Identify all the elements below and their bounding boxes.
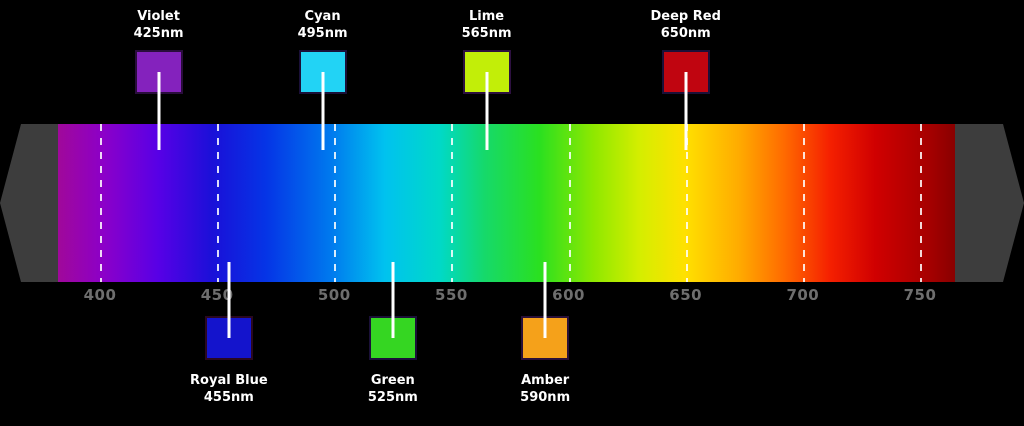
gridline-400 <box>100 124 102 282</box>
spectrum-gradient <box>58 124 966 282</box>
led-name: Amber <box>521 373 570 388</box>
gridline-550 <box>451 124 454 282</box>
tick-label-700: 700 <box>786 286 820 304</box>
led-label-green: Green 525nm <box>368 372 418 406</box>
led-name: Violet <box>137 9 180 24</box>
leader-line-royal-blue <box>227 262 231 338</box>
led-swatch-amber[interactable] <box>521 316 570 360</box>
led-wavelength: 455nm <box>203 390 254 405</box>
gridline-650 <box>685 124 688 282</box>
gridline-450 <box>217 124 220 282</box>
led-wavelength: 590nm <box>520 390 571 405</box>
gridline-750 <box>920 124 922 282</box>
tick-label-550: 550 <box>435 286 468 304</box>
led-label-royal-blue: Royal Blue 455nm <box>190 372 268 406</box>
gridline-600 <box>568 124 571 282</box>
led-name: Lime <box>469 9 505 24</box>
gridline-700 <box>802 124 805 282</box>
led-label-amber: Amber 590nm <box>520 372 570 406</box>
gridline-500 <box>334 124 337 282</box>
leader-line-green <box>391 262 395 338</box>
leader-line-cyan <box>321 72 325 150</box>
leader-line-lime <box>485 72 489 150</box>
leader-line-deep-red <box>684 72 688 150</box>
led-wavelength: 525nm <box>367 390 418 405</box>
led-wavelength: 425nm <box>133 26 184 41</box>
led-label-deep-red: Deep Red 650nm <box>651 8 721 42</box>
tick-label-400: 400 <box>83 286 117 304</box>
led-label-cyan: Cyan 495nm <box>298 8 348 42</box>
led-name: Deep Red <box>650 9 721 24</box>
tick-label-600: 600 <box>552 286 585 304</box>
led-wavelength: 565nm <box>461 26 512 41</box>
led-wavelength: 650nm <box>660 26 711 41</box>
leader-line-amber <box>543 262 547 338</box>
led-name: Cyan <box>304 9 341 24</box>
led-name: Green <box>370 373 415 388</box>
led-name: Royal Blue <box>190 373 268 388</box>
tick-label-750: 750 <box>903 286 937 304</box>
led-wavelength: 495nm <box>297 26 348 41</box>
tick-label-650: 650 <box>669 286 703 304</box>
led-label-lime: Lime 565nm <box>462 8 512 42</box>
right-arrow-icon <box>964 124 1024 282</box>
leader-line-violet <box>157 72 161 150</box>
led-label-violet: Violet 425nm <box>134 8 184 42</box>
tick-label-450: 450 <box>200 286 234 304</box>
spectrum-bar <box>0 124 1024 282</box>
tick-label-500: 500 <box>317 286 351 304</box>
